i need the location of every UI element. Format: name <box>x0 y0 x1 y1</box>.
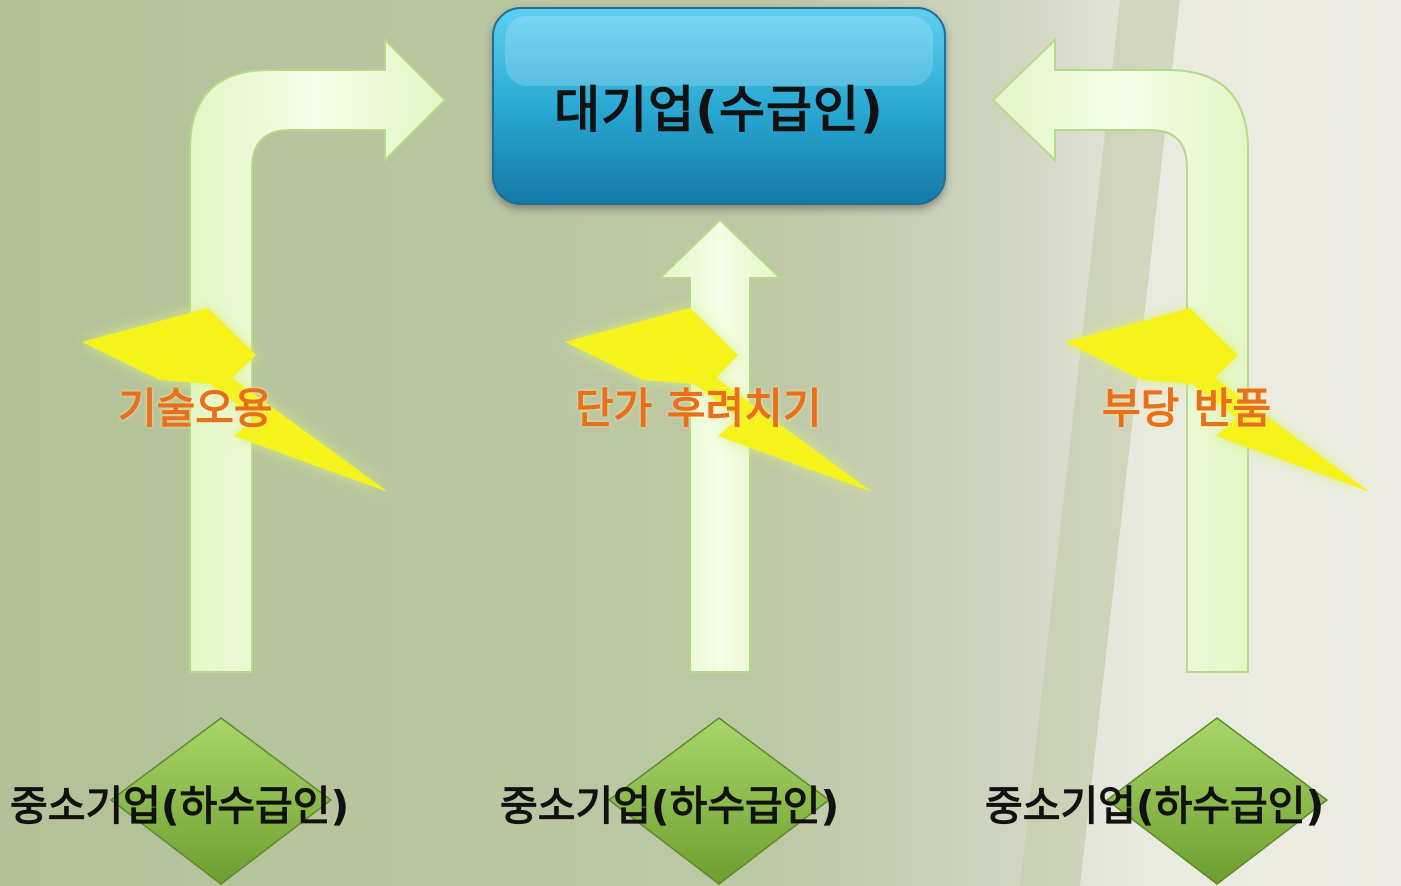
bottom-node-label-left: 중소기업(하수급인) <box>10 782 350 830</box>
lightning-icon-left <box>82 308 388 492</box>
top-node-highlight <box>505 16 933 86</box>
bottom-node-label-center: 중소기업(하수급인) <box>500 782 840 830</box>
bottom-node-diamond-left <box>109 717 333 885</box>
issue-label-price-squeeze: 단가 후려치기 <box>575 384 822 433</box>
issue-label-tech-misuse: 기술오용 <box>118 384 273 433</box>
bottom-node-diamond-right <box>1105 717 1329 885</box>
bottom-node-diamond-center <box>607 717 831 885</box>
background-brush-texture <box>1020 0 1180 886</box>
bottom-node-label-right: 중소기업(하수급인) <box>985 782 1325 830</box>
issue-label-unfair-return: 부당 반품 <box>1102 384 1272 433</box>
lightning-icon-right <box>1065 308 1370 492</box>
top-node-box <box>492 7 946 205</box>
top-node-label: 대기업(수급인) <box>554 81 884 139</box>
lightning-icon-center <box>565 308 872 492</box>
